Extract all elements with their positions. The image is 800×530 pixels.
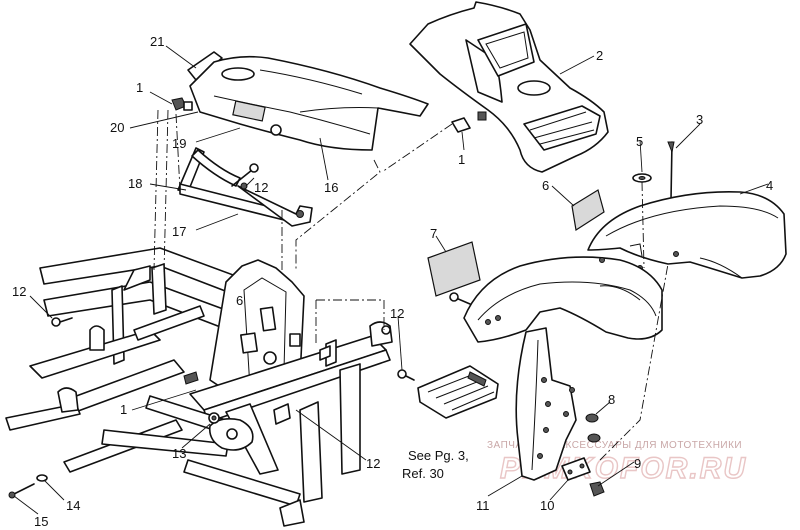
part-16-front-cover bbox=[189, 55, 429, 151]
callout-13: 13 bbox=[172, 446, 186, 461]
bolt-12-upper bbox=[231, 163, 259, 190]
callout-12-right: 12 bbox=[390, 306, 404, 321]
bolt-12-fender bbox=[449, 292, 471, 305]
part-1-nut-upper-left bbox=[171, 97, 193, 111]
vehicle-frame: 6 bbox=[5, 247, 393, 527]
part-2-console bbox=[409, 1, 609, 173]
callout-12-left: 12 bbox=[12, 284, 26, 299]
callout-12-bottom: 12 bbox=[366, 456, 380, 471]
part-14-washer bbox=[36, 474, 48, 482]
callout-12-upper: 12 bbox=[254, 180, 268, 195]
assembly-lines bbox=[153, 109, 669, 461]
part-8-nuts bbox=[585, 413, 601, 443]
callout-labels: 21 1 20 19 18 12 16 17 2 1 3 5 4 6 7 12 … bbox=[12, 34, 773, 529]
callout-1-lower: 1 bbox=[120, 402, 127, 417]
callout-8: 8 bbox=[608, 392, 615, 407]
callout-19: 19 bbox=[172, 136, 186, 151]
callout-18: 18 bbox=[128, 176, 142, 191]
callout-10: 10 bbox=[540, 498, 554, 513]
front-fender bbox=[463, 256, 663, 481]
part-13-bushing bbox=[208, 412, 220, 424]
part-5-washer bbox=[632, 173, 652, 183]
part-10-plate bbox=[561, 457, 591, 481]
part-6-decal bbox=[571, 189, 605, 231]
callout-4: 4 bbox=[766, 178, 773, 193]
callout-21: 21 bbox=[150, 34, 164, 49]
callout-17: 17 bbox=[172, 224, 186, 239]
callout-14: 14 bbox=[66, 498, 80, 513]
note-line-1: See Pg. 3, bbox=[408, 448, 469, 463]
part-17-bracket-plate bbox=[179, 183, 313, 227]
footrest-assembly bbox=[397, 365, 499, 419]
part-7-decal bbox=[427, 241, 481, 297]
part-21-clip bbox=[187, 51, 223, 81]
callout-5: 5 bbox=[636, 134, 643, 149]
callout-15: 15 bbox=[34, 514, 48, 529]
callout-11: 11 bbox=[476, 498, 490, 513]
bolt-12-left bbox=[51, 317, 73, 327]
leader-lines bbox=[13, 45, 769, 515]
part-4-rear-fender bbox=[587, 190, 787, 279]
callout-3: 3 bbox=[696, 112, 703, 127]
callout-16: 16 bbox=[324, 180, 338, 195]
callout-1-upper: 1 bbox=[136, 80, 143, 95]
frame-plate-number: 6 bbox=[236, 293, 243, 308]
part-9-nut bbox=[589, 481, 605, 497]
part-1-nut-center bbox=[451, 111, 487, 133]
callout-9: 9 bbox=[634, 456, 641, 471]
callout-6: 6 bbox=[542, 178, 549, 193]
callout-2: 2 bbox=[596, 48, 603, 63]
callout-7: 7 bbox=[430, 226, 437, 241]
reference-note: See Pg. 3, Ref. 30 bbox=[402, 448, 469, 481]
callout-1-center: 1 bbox=[458, 152, 465, 167]
part-15-bolt bbox=[8, 483, 35, 499]
callout-20: 20 bbox=[110, 120, 124, 135]
note-line-2: Ref. 30 bbox=[402, 466, 444, 481]
